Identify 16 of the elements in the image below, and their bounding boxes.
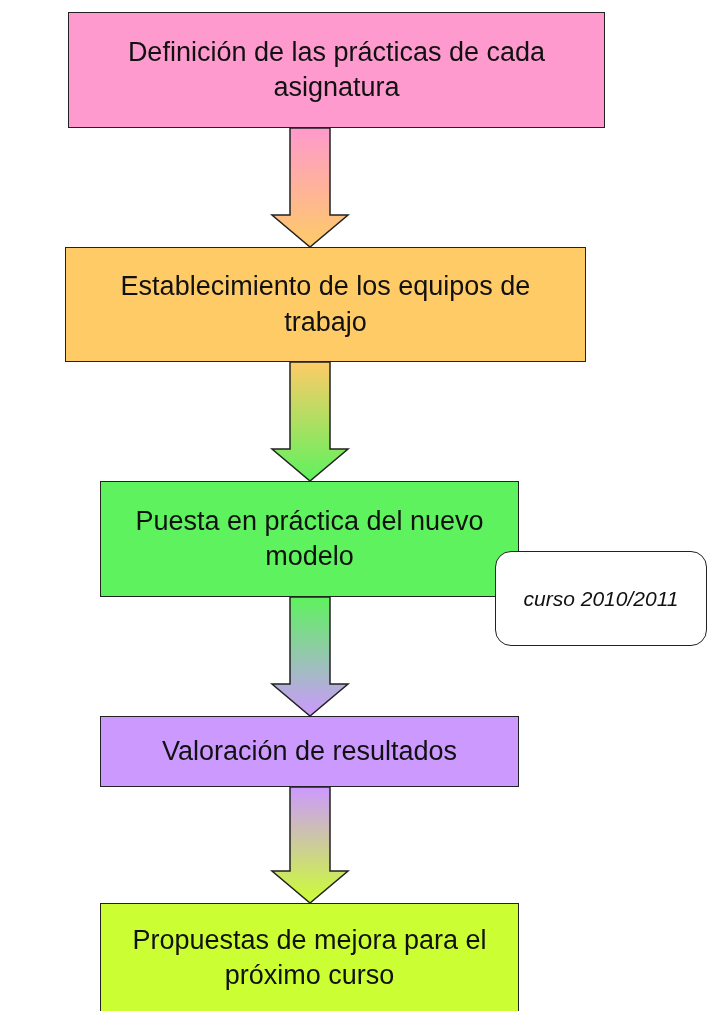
block-arrow — [269, 361, 351, 482]
process-box — [100, 481, 519, 597]
node-label: curso 2010/2011 — [522, 585, 680, 612]
node-label: Puesta en práctica del nuevo modelo — [134, 504, 485, 573]
node-label: Establecimiento de los equipos de trabajo — [119, 270, 532, 339]
node-label: Definición de las prácticas de cada asignatura — [126, 35, 547, 104]
note-box — [495, 551, 707, 646]
process-box — [68, 12, 605, 128]
node-label: Propuestas de mejora para el próximo curso — [131, 923, 488, 992]
block-arrow — [269, 786, 351, 904]
block-arrow — [269, 127, 351, 248]
process-box — [100, 716, 519, 787]
block-arrow — [269, 596, 351, 717]
process-box — [65, 247, 586, 362]
process-box — [100, 903, 519, 1011]
node-label: Valoración de resultados — [160, 734, 459, 768]
